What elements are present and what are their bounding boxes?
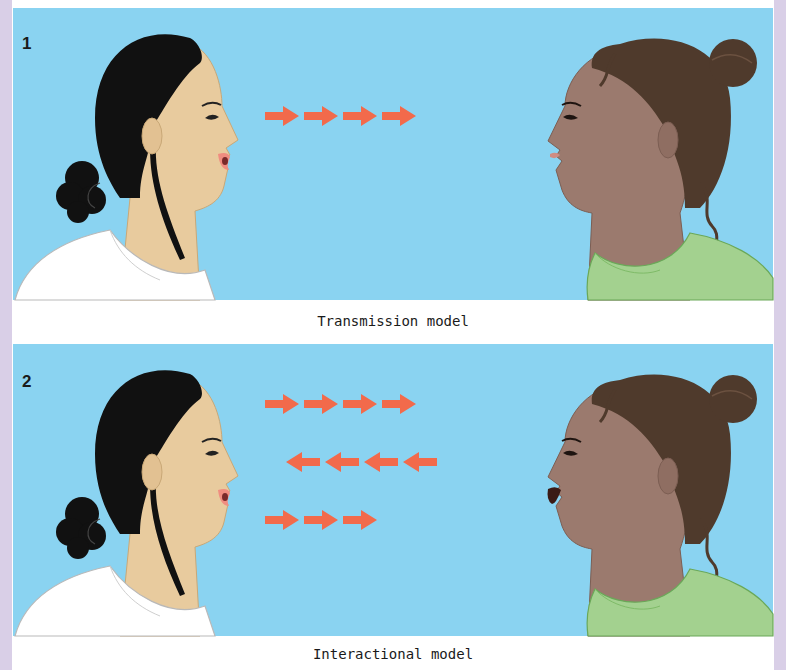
listener-figure [548, 39, 773, 300]
panel-caption: Interactional model [0, 646, 786, 662]
interactional-panel [13, 344, 773, 636]
panel-ground [13, 8, 773, 300]
transmission-panel [13, 8, 773, 300]
panel-ground [13, 344, 773, 636]
open-mouth [548, 487, 562, 504]
speaker-figure [15, 370, 238, 636]
page-ground [12, 0, 774, 670]
message-arrows [265, 510, 377, 530]
message-arrows [265, 394, 416, 414]
reply-arrows [286, 452, 437, 472]
panel-number: 2 [22, 372, 31, 392]
panel-number: 1 [22, 34, 31, 54]
message-arrows [265, 106, 416, 126]
panel-caption: Transmission model [0, 313, 786, 329]
speaker-figure [548, 375, 773, 636]
closed-mouth [550, 153, 560, 158]
speaker-figure [15, 34, 238, 300]
